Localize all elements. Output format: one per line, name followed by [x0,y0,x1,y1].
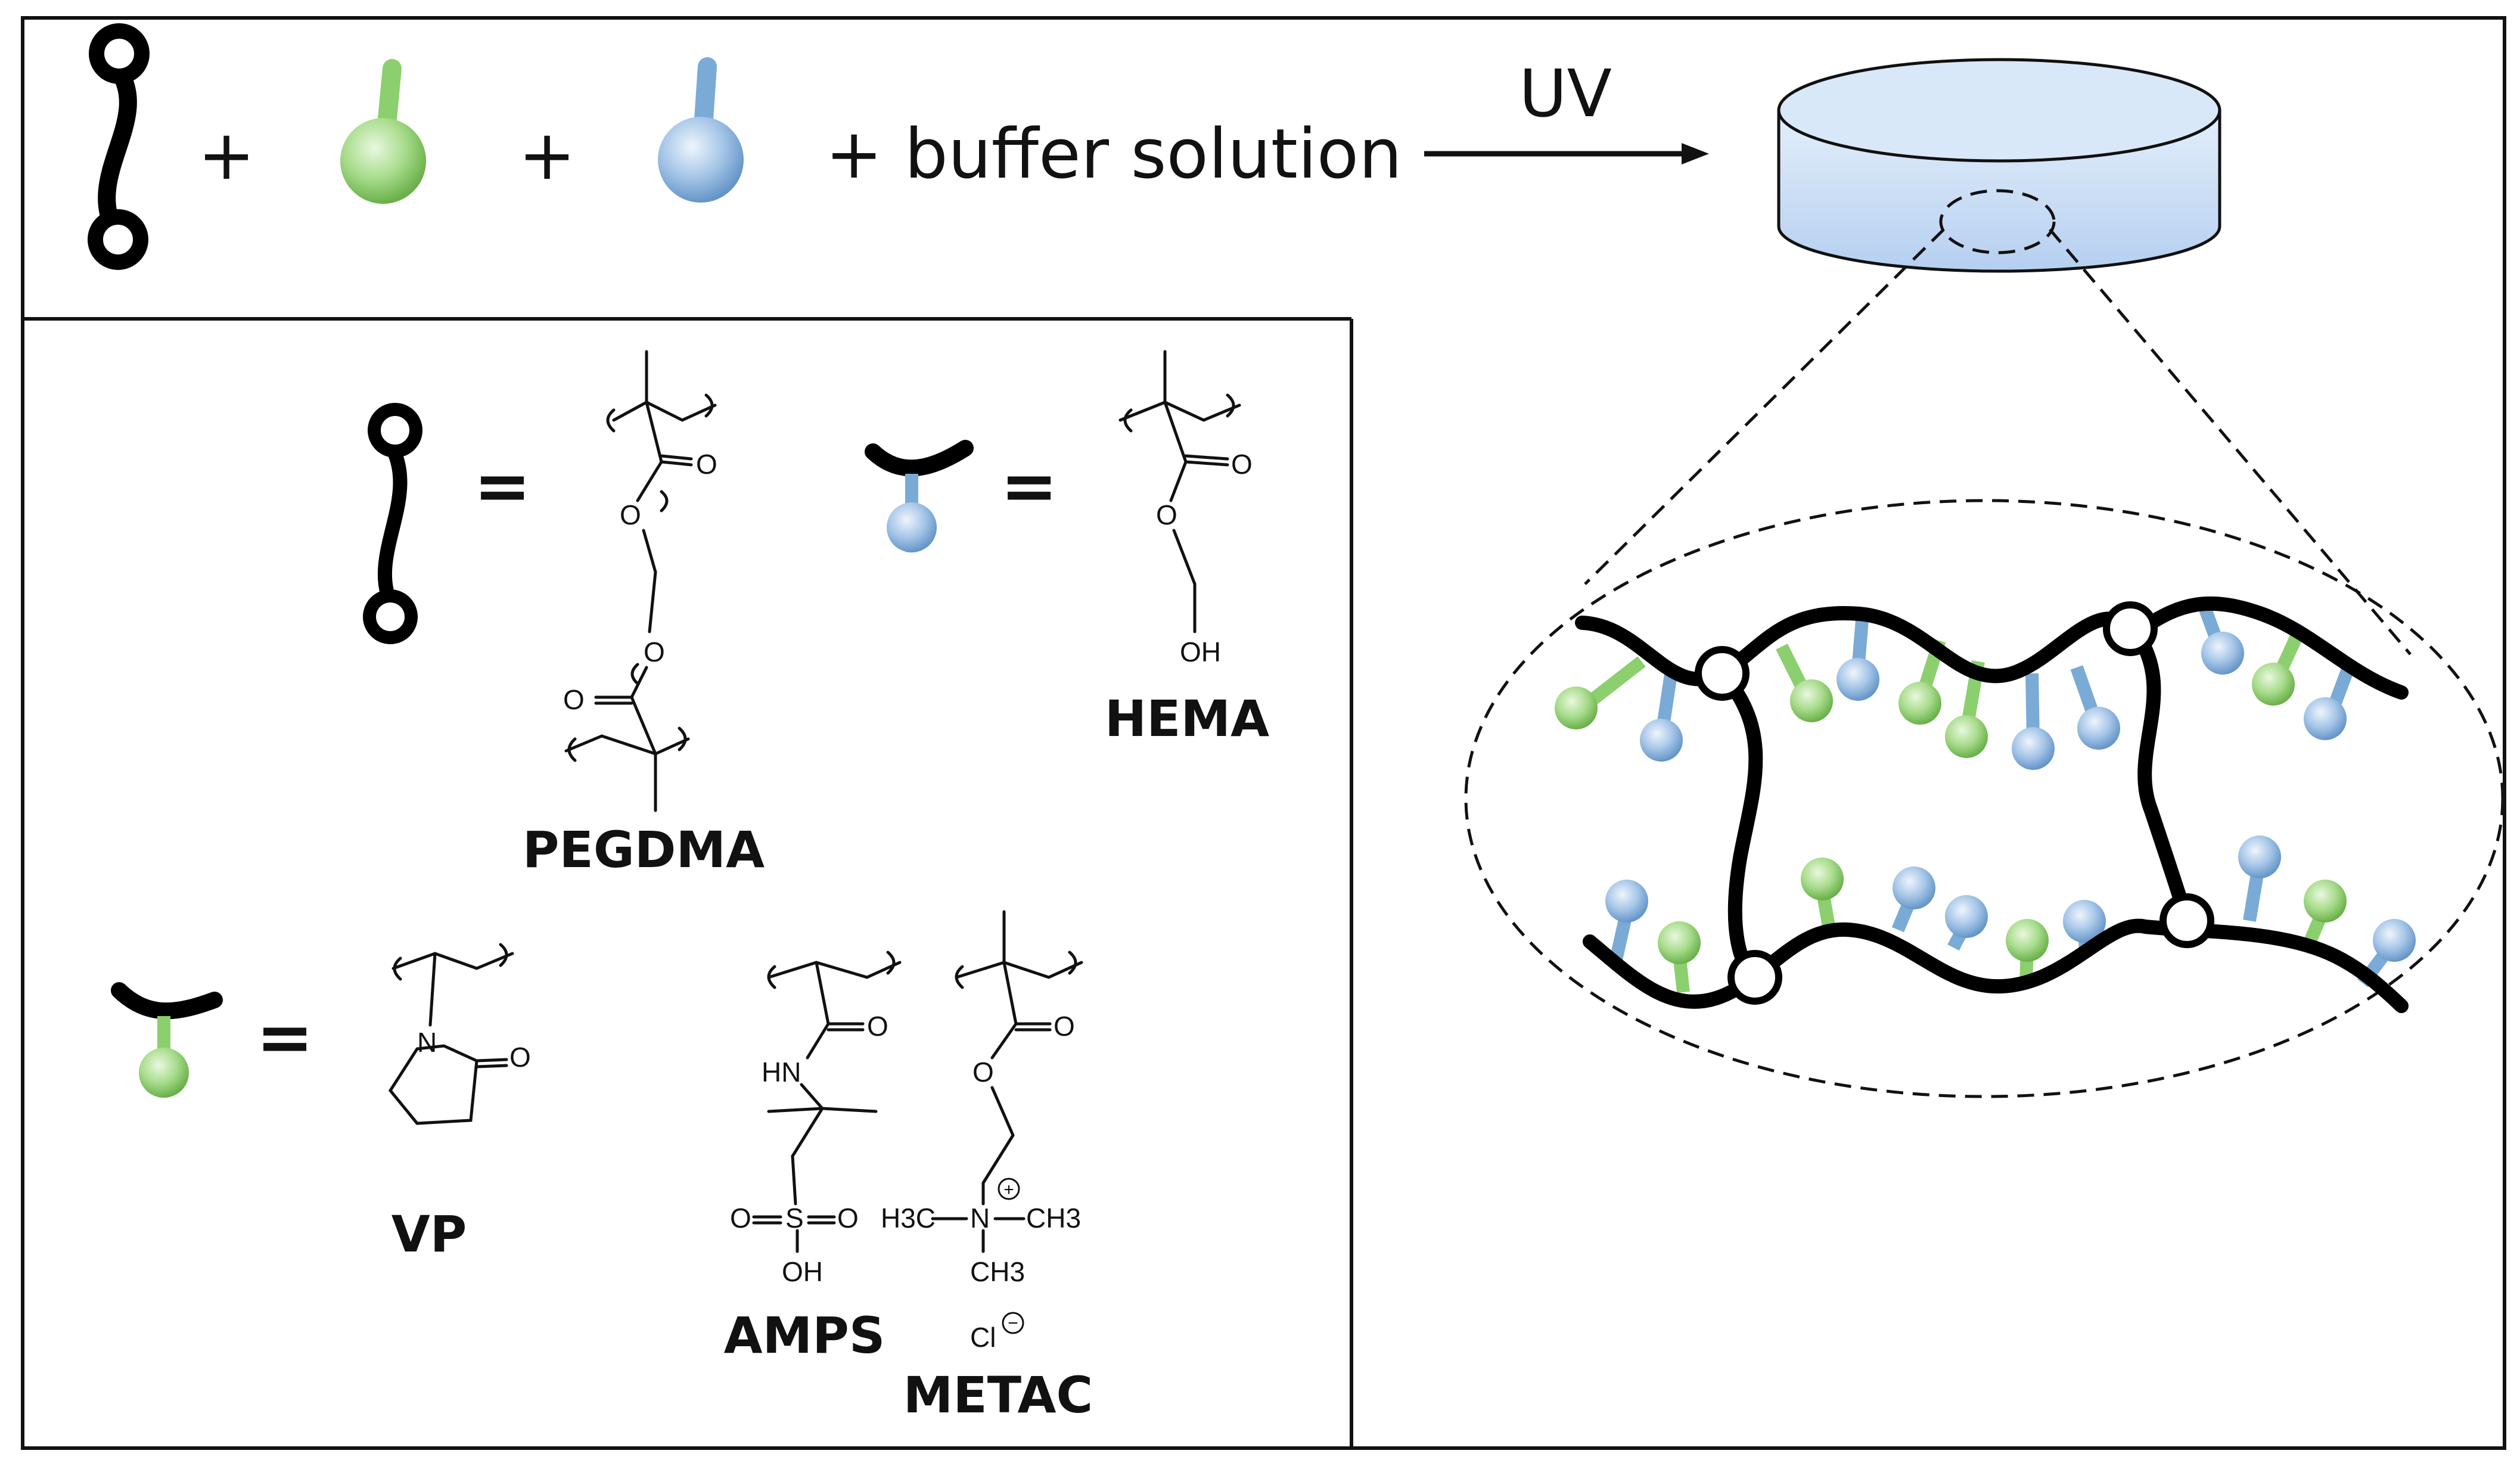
svg-text:O: O [1054,1011,1075,1042]
svg-text:N: N [970,1203,990,1234]
zoom-line-right [2049,228,2412,656]
svg-text:O: O [1231,449,1253,480]
pegdma-icon [363,403,422,644]
junction-4 [2159,893,2214,948]
svg-text:O: O [620,499,641,530]
svg-text:−: − [1008,1313,1018,1333]
svg-text:O: O [696,449,717,480]
svg-text:OH: OH [1180,636,1221,667]
svg-text:N: N [417,1027,437,1058]
svg-text:CH3: CH3 [970,1256,1025,1287]
plus-sign-1: + [198,116,255,195]
svg-text:+: + [1003,1180,1014,1200]
equals-pegdma: = [474,446,531,526]
svg-text:O: O [730,1203,751,1234]
buffer-solution-label: + buffer solution [825,114,1402,194]
svg-text:O: O [867,1011,888,1042]
hema-label: HEMA [1105,689,1269,748]
hydrogel-disc [1777,58,2221,273]
zoom-line-left [1584,228,1945,585]
junction-3 [1727,950,1782,1005]
amps-structure: O HN O S O OH [730,951,902,1287]
svg-text:OH: OH [782,1256,823,1287]
blue-monomer-icon [658,57,744,203]
crosslinker-icon [88,23,150,270]
amps-label: AMPS [724,1306,885,1365]
vp-structure: N O [388,943,531,1125]
plus-sign-2: + [518,116,576,195]
svg-text:O: O [563,684,585,715]
junction-1 [1695,646,1750,701]
svg-text:HN: HN [762,1057,801,1088]
pendant-groups [1555,605,2416,993]
junction-2 [2103,601,2158,656]
polymer-network [1555,596,2416,1013]
vp-icon [111,982,223,1098]
pegdma-label: PEGDMA [523,821,765,879]
network-zoom-ellipse [1464,499,2505,1098]
reaction-arrow [1424,143,1709,164]
hema-structure: O O OH [1118,350,1253,667]
svg-text:O: O [972,1057,994,1088]
equals-vp: = [256,998,313,1077]
svg-text:H3C: H3C [881,1203,936,1234]
zoom-region-marker [1939,189,2056,254]
metac-structure: O O H3C N CH3 + CH3 Cl − [881,910,1083,1353]
svg-text:O: O [509,1042,531,1073]
metac-label: METAC [903,1366,1093,1424]
svg-text:O: O [644,636,665,667]
svg-text:O: O [1156,499,1177,530]
vp-label: VP [391,1205,467,1263]
hema-icon [865,440,974,552]
uv-label: UV [1519,55,1612,132]
outer-frame [21,16,2506,1450]
svg-text:S: S [785,1203,804,1234]
svg-text:CH3: CH3 [1026,1203,1081,1234]
svg-text:Cl: Cl [970,1322,996,1353]
equals-hema: = [1000,446,1058,526]
green-monomer-icon [340,59,426,204]
svg-text:O: O [837,1203,859,1234]
pegdma-structure: O O O O [563,350,717,812]
